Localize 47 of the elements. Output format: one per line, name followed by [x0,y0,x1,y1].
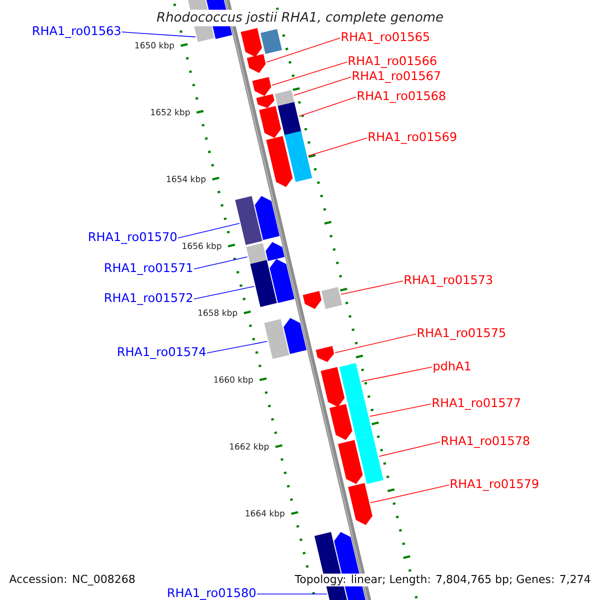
footer-text: Topology: linear; Length: 7,804,765 bp; Genes: 7,274 [294,574,592,586]
tick-label: 1664 kbp [246,510,284,518]
leader-line [294,76,352,96]
gene-block [252,77,272,96]
leader-line [178,222,240,238]
gene-block [348,483,372,525]
gene-label: RHA1_ro01580 [168,588,256,600]
gene-label: RHA1_ro01569 [368,132,456,144]
leader-line [308,138,368,156]
leader-line [266,38,340,63]
tick-label: 1660 kbp [214,376,253,384]
title: Rhodococcus jostii RHA1, complete genome [154,10,446,26]
leader-line [334,334,416,354]
tick-label: 1650 kbp [135,42,174,50]
tick-label: 1658 kbp [198,309,238,318]
leader-line [272,62,348,86]
gene-label: RHA1_ro01565 [342,32,430,44]
gene-label: RHA1_ro01575 [418,328,506,340]
gene-block [246,54,266,73]
leader-line [194,256,248,270]
gene-label: RHA1_ro01573 [404,275,492,287]
gene-label: pdhA1 [434,361,470,373]
leader-line [369,404,432,417]
tick-label: 1662 kbp [230,443,269,452]
gene-label: RHA1_ro01568 [358,91,446,103]
gene-label: RHA1_ro01572 [105,293,192,305]
gene-label: RHA1_ro01570 [89,232,176,244]
gene-label: RHA1_ro01571 [105,263,192,275]
footer-text: Accession: NC_008268 [8,574,136,586]
gene-label: RHA1_ro01578 [442,436,530,448]
gene-label: RHA1_ro01579 [450,479,538,491]
tick-label: 1656 kbp [182,242,222,251]
tick-label: 1652 kbp [151,108,190,117]
leader-line [194,286,255,300]
gene-label: RHA1_ro01563 [33,26,120,38]
leader-line [370,484,450,504]
tick-label: 1654 kbp [166,176,206,184]
leader-line [122,32,196,38]
leader-line [298,96,356,117]
gene-label: RHA1_ro01567 [352,71,440,83]
leader-line [378,442,440,457]
leader-line [206,340,268,354]
gene-label: RHA1_ro01574 [118,347,206,359]
leader-line [340,280,404,295]
gene-label: RHA1_ro01577 [432,398,520,410]
gene-label: RHA1_ro01566 [348,56,436,68]
gene-block [316,346,334,362]
